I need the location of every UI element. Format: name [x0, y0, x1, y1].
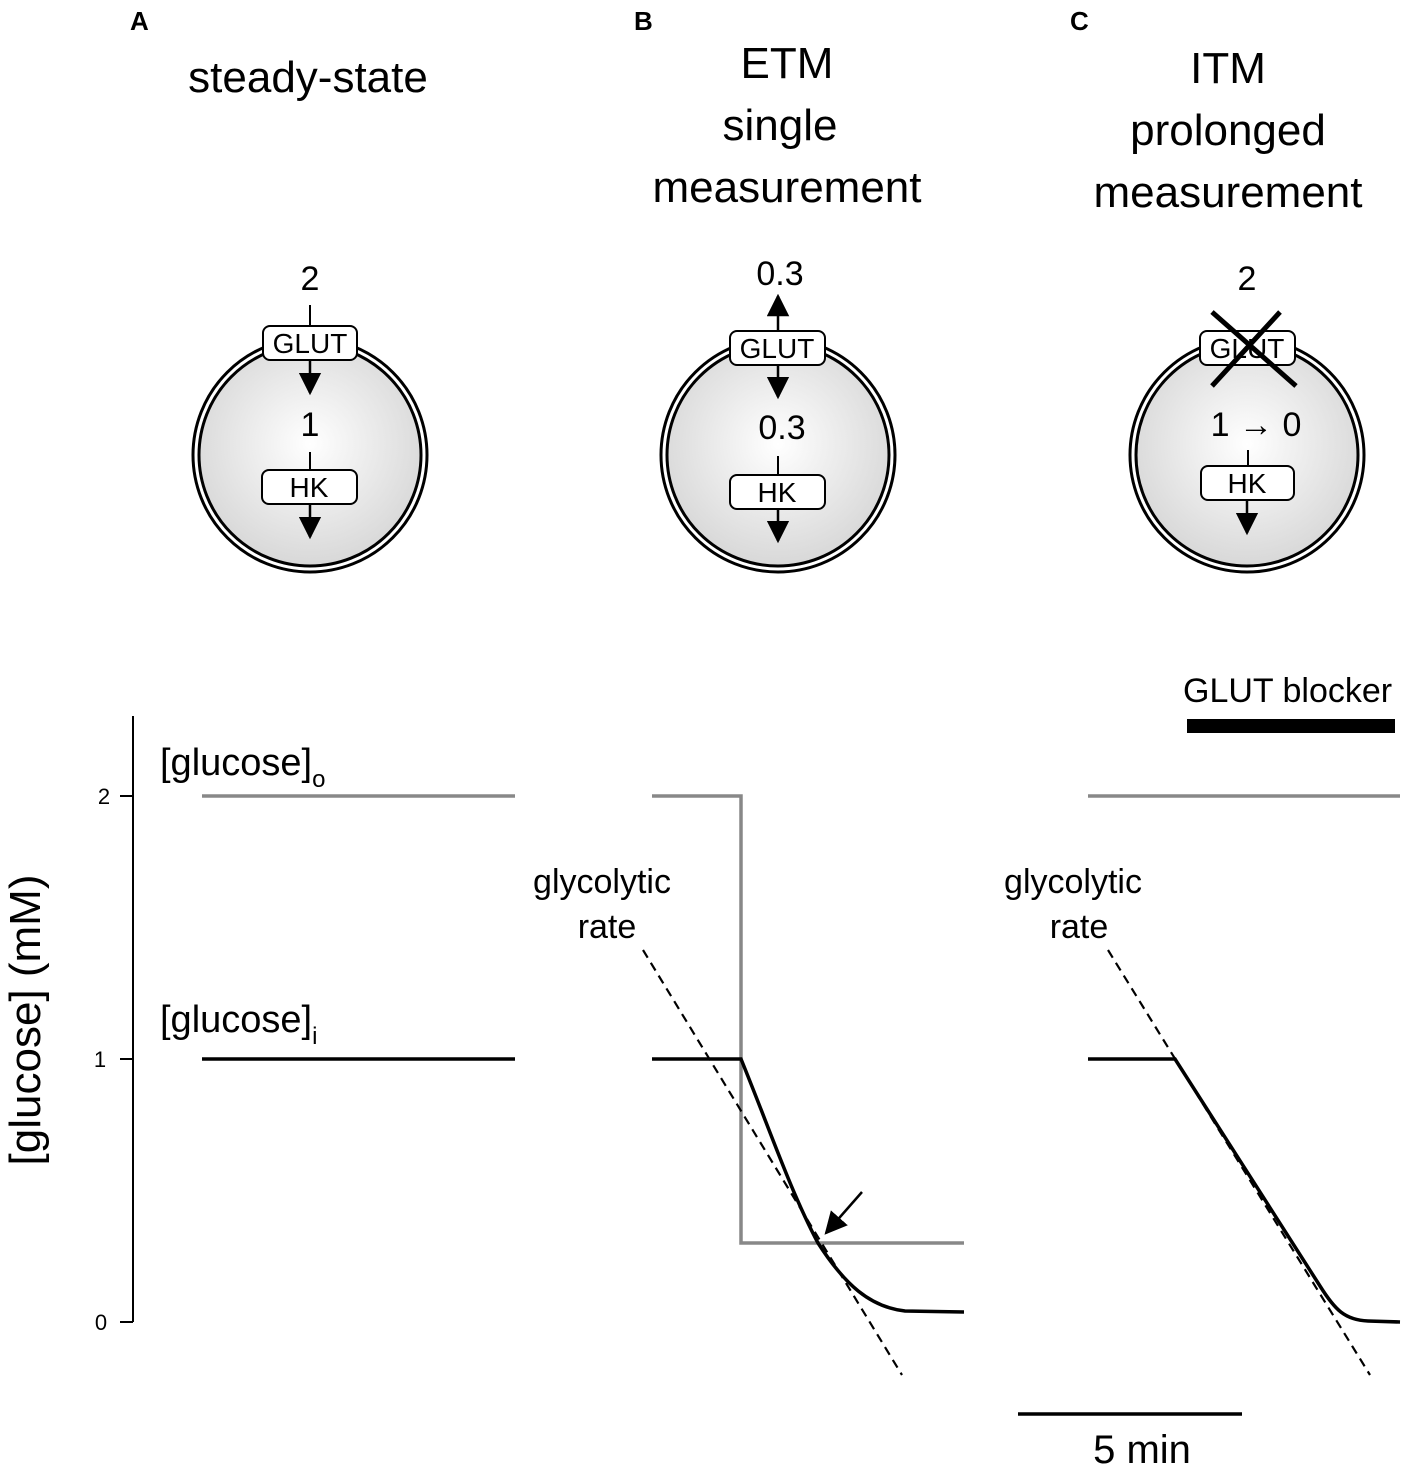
- panel-c-title-line-2: prolonged: [1130, 106, 1326, 155]
- panel-b-glycolytic-rate-line: [642, 949, 903, 1376]
- panel-b-glycolytic-label-line-2: rate: [578, 908, 637, 946]
- y-tick-label-1: 1: [94, 1047, 106, 1072]
- panel-c-glycolytic-label-line-1: glycolytic: [1004, 863, 1142, 901]
- y-axis-label: [glucose] (mM): [1, 875, 50, 1166]
- panel-a-title: steady-state: [188, 53, 428, 102]
- panel-b-title-line-1: ETM: [741, 39, 834, 88]
- panel-b-title-line-2: single: [723, 101, 838, 150]
- panel-b-hk-label: HK: [758, 477, 797, 508]
- time-scale-label: 5 min: [1093, 1428, 1191, 1469]
- plot: 2 1 0 [glucose] (mM) [glucose]o [glucose…: [1, 672, 1401, 1469]
- panel-c-letter: C: [1070, 6, 1089, 36]
- panel-c-hk-label: HK: [1228, 468, 1267, 499]
- panel-a-hk-label: HK: [290, 472, 329, 503]
- y-tick-label-2: 2: [98, 784, 110, 809]
- panel-c-title-line-3: measurement: [1093, 168, 1362, 217]
- panel-b-inner-flux: 0.3: [758, 409, 805, 447]
- panel-b-outer-flux: 0.3: [756, 255, 803, 293]
- glucose-i-label: [glucose]i: [160, 999, 317, 1050]
- panel-c-block-cross-icon: [1210, 310, 1298, 388]
- panel-b-glucose-o-trace: [652, 794, 964, 1245]
- panel-c: C ITM prolonged measurement 2 GLUT 1 → 0…: [1070, 6, 1366, 574]
- panel-b-glucose-i-trace: [652, 1057, 965, 1314]
- panel-c-inner-flux: 1 → 0: [1211, 406, 1302, 444]
- panel-a-outer-flux: 2: [301, 260, 320, 298]
- panel-c-title-line-1: ITM: [1190, 44, 1266, 93]
- panel-b-glycolytic-label-line-1: glycolytic: [533, 863, 671, 901]
- panel-a-inner-flux: 1: [301, 406, 320, 444]
- panel-c-glycolytic-rate-line: [1107, 949, 1371, 1376]
- glucose-o-label: [glucose]o: [160, 742, 325, 793]
- panel-a-letter: A: [130, 6, 149, 36]
- panel-a: A steady-state 2 GLUT 1 HK: [130, 6, 429, 574]
- glut-blocker-label: GLUT blocker: [1183, 672, 1392, 710]
- panel-b-intersection-arrow-icon: [824, 1191, 863, 1235]
- panel-b-title-line-3: measurement: [652, 163, 921, 212]
- panel-b-glut-label: GLUT: [740, 333, 815, 364]
- panel-b: B ETM single measurement 0.3 GLUT 0.3 HK: [634, 6, 922, 574]
- panel-c-outer-flux: 2: [1238, 260, 1257, 298]
- panel-a-glut-label: GLUT: [273, 328, 348, 359]
- y-tick-label-0: 0: [95, 1310, 107, 1335]
- panel-c-glucose-i-trace: [1088, 1057, 1401, 1324]
- panel-b-letter: B: [634, 6, 653, 36]
- panel-c-glycolytic-label-line-2: rate: [1050, 908, 1109, 946]
- glut-blocker-bar: [1187, 719, 1395, 733]
